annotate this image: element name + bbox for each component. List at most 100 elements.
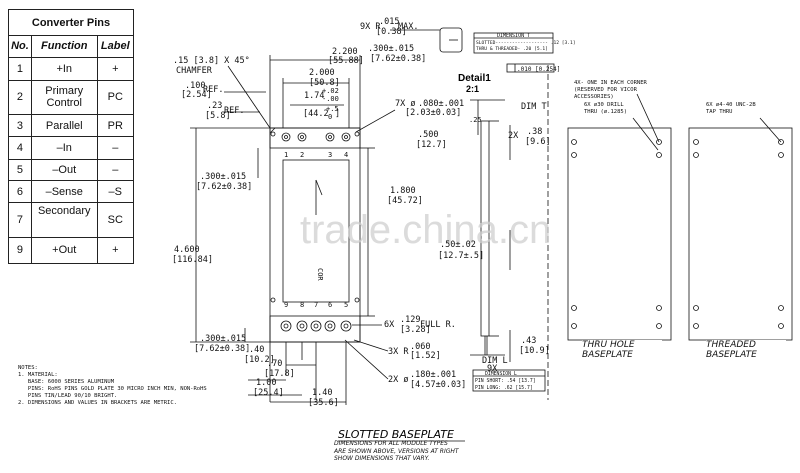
svg-text:9X R: 9X R [360,22,381,32]
dim-2200: 2.200 [332,47,358,57]
svg-text:]: ] [335,109,340,119]
svg-text:.43: .43 [521,336,536,346]
dimension-labels: 2.200 [55.88] 2.000 [50.8] 1.74 +.02 -.0… [172,17,551,408]
dim-2200-mm: [55.88] [328,56,364,66]
svg-text:[2.54]: [2.54] [181,90,212,100]
svg-text:.38: .38 [527,127,542,137]
pin-function: +Out [30,236,98,265]
svg-text:[35.6]: [35.6] [308,398,339,408]
svg-text:7: 7 [314,301,318,309]
pin-label: PR [96,114,135,137]
dim-t-box [473,32,554,54]
table-title: Converter Pins [8,8,134,37]
detail-pin-view [439,27,463,53]
svg-text:.25: .25 [469,116,482,124]
svg-text:.50±.02: .50±.02 [440,240,476,250]
notes: NOTES: 1. MATERIAL: BASE: 6000 SERIES AL… [18,365,207,406]
svg-text:1: 1 [284,151,288,159]
table-row: 5–Out– [8,158,135,182]
svg-text:[45.72]: [45.72] [387,196,423,206]
svg-text:.080±.001: .080±.001 [418,99,464,109]
svg-text:9: 9 [284,301,288,309]
svg-text:[0.38]: [0.38] [376,27,407,37]
dim-2000-mm: [50.8] [309,78,340,88]
bottom-pin-numbers: 9 8 7 6 5 [284,301,348,309]
svg-text:[5.8]: [5.8] [205,111,231,121]
dim-2000: 2.000 [309,68,335,78]
dim-t-title: DIMENSION T [497,33,530,39]
svg-text:.060: .060 [410,342,430,352]
table-row: 6–Sense–S [8,180,135,204]
svg-text:5: 5 [344,301,348,309]
svg-text:4.600: 4.600 [174,245,200,255]
svg-text:1.800: 1.800 [390,186,416,196]
svg-text:[12.7±.5]: [12.7±.5] [438,251,484,261]
svg-text:MAX.: MAX. [398,22,418,32]
svg-text:+.02: +.02 [322,87,339,95]
dim-174: 1.74 [304,91,324,101]
svg-text:DIM L: DIM L [482,356,508,366]
dim-442: [44.2 [303,109,329,119]
pin-no: 2 [8,79,32,116]
pin-label: + [96,236,135,265]
dim-l-title: DIMENSION L [485,371,517,377]
table-row: 9+Out+ [8,236,135,265]
thru-holes [571,139,662,329]
top-pins [281,132,351,142]
svg-text:3: 3 [328,151,332,159]
drill-note: 6X ø30 DRILL THRU (ø.1285) [584,102,628,115]
module-body [282,159,350,303]
svg-text:THRU & THREADED- .20 [5.1]: THRU & THREADED- .20 [5.1] [476,46,548,52]
svg-text:1.40: 1.40 [312,388,332,398]
slotted-title: SLOTTED BASEPLATE [338,428,454,441]
pin-label: – [96,135,135,160]
pin-no: 1 [8,56,32,81]
pin-no: 5 [8,158,32,182]
svg-text:2: 2 [300,151,304,159]
module-mark: COR [316,268,324,281]
accessory-note: 4X- ONE IN EACH CORNER (RESERVED FOR VIC… [574,80,647,100]
pin-function: Primary Control [30,79,98,116]
watermark: trade.china.cn [300,208,551,252]
detail-title: Detail1 [458,73,491,84]
pin-label: PC [96,79,135,116]
svg-text:SLOTTED------------------- .12: SLOTTED------------------- .12 [3.1] [476,40,576,46]
svg-text:[17.8]: [17.8] [264,369,295,379]
svg-text:7X ø: 7X ø [395,99,415,109]
pin-function: –Sense [30,180,98,204]
svg-text:6: 6 [328,301,332,309]
threaded-caption: THREADED BASEPLATE [706,340,786,360]
svg-text:.70: .70 [267,359,282,369]
converter-pins-table: Converter Pins No. Function Label 1+In+ … [8,8,135,265]
tap-note: 6X ø4-40 UNC-2B TAP THRU [706,102,756,115]
svg-text:0: 0 [328,113,332,121]
svg-text:[25.4]: [25.4] [253,388,284,398]
dim-l-box [472,369,546,392]
slotted-subtitle: DIMENSIONS FOR ALL MODULE TYPES ARE SHOW… [334,440,459,462]
thru-caption: THRU HOLE BASEPLATE [582,340,662,360]
col-no: No. [8,35,32,58]
pin-label: SC [96,202,135,238]
svg-text:2X ø: 2X ø [388,375,408,385]
svg-text:[116.84]: [116.84] [172,255,213,265]
svg-text:[7.62±0.38]: [7.62±0.38] [370,54,426,64]
svg-text:REF.: REF. [203,85,223,95]
bottom-pins [280,320,352,332]
svg-text:PIN SHORT: .54 [13.7]: PIN SHORT: .54 [13.7] [475,378,536,384]
svg-text:4: 4 [344,151,348,159]
svg-text:.40: .40 [249,345,264,355]
svg-text:[7.62±0.38]: [7.62±0.38] [196,182,252,192]
detail-scale: 2:1 [466,84,479,94]
svg-text:8: 8 [300,301,304,309]
svg-text:6X: 6X [384,320,395,330]
chamfer-label: .15 [3.8] X 45° [173,56,250,66]
svg-text:[7.62±0.38]: [7.62±0.38] [194,344,250,354]
svg-text:-.00: -.00 [322,95,339,103]
svg-text:[9.6]: [9.6] [525,137,551,147]
svg-text:1.00: 1.00 [256,378,276,388]
svg-text:.500: .500 [418,130,438,140]
